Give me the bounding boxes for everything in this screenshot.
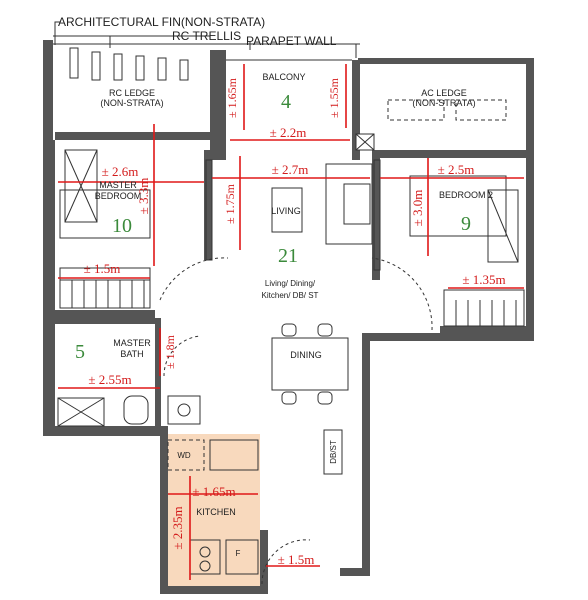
room-label-living-combo-2: Kitchen/ DB/ ST xyxy=(262,291,319,300)
walls xyxy=(43,40,534,594)
dim-living-w: ± 2.7m xyxy=(272,162,309,177)
dim-bed2-w: ± 2.5m xyxy=(438,162,475,177)
room-label-rc-ledge-note: (NON-STRATA) xyxy=(100,98,163,108)
dim-balcony-h1: ± 1.65m xyxy=(225,77,239,118)
dim-master-h: ± 3.3m xyxy=(136,178,151,215)
room-number-balcony: 4 xyxy=(281,91,291,113)
room-label-fridge: F xyxy=(236,549,241,558)
room-label-living-combo: Living/ Dining/ xyxy=(265,279,316,288)
room-label-master-bath: MASTER xyxy=(113,338,151,348)
dim-kitchen-h: ± 2.35m xyxy=(170,506,185,549)
dim-balcony-w: ± 2.2m xyxy=(270,125,307,140)
dim-bed2-w2: ± 1.35m xyxy=(462,272,505,287)
dimension-lines xyxy=(58,64,524,580)
room-label-kitchen: KITCHEN xyxy=(196,507,236,517)
callout-parapet-wall: PARAPET WALL xyxy=(246,34,337,48)
room-number-bedroom-2: 9 xyxy=(461,213,471,235)
room-label-master-bedroom: MASTER xyxy=(99,180,137,190)
callout-rc-trellis: RC TRELLIS xyxy=(172,29,241,43)
room-label-ac-ledge: AC LEDGE xyxy=(421,88,467,98)
callout-leaders xyxy=(54,21,357,58)
room-label-living: LIVING xyxy=(271,206,301,216)
room-number-living: 21 xyxy=(278,245,298,267)
room-number-master-bedroom: 10 xyxy=(112,215,132,237)
room-label-dbst: DB/ST xyxy=(329,440,338,464)
room-number-master-bath: 5 xyxy=(75,341,85,363)
dim-balcony-h2: ± 1.55m xyxy=(327,77,341,118)
dim-bed2-h: ± 3.0m xyxy=(410,190,425,227)
kitchen-area xyxy=(166,434,260,586)
dim-bath-h: ± 1.8m xyxy=(163,334,177,369)
dim-master-w2: ± 1.5m xyxy=(84,261,121,276)
dim-living-h: ± 1.75m xyxy=(223,183,237,224)
dim-kitchen-w: ± 1.65m xyxy=(192,484,235,499)
dim-kitchen-door: ± 1.5m xyxy=(278,552,315,567)
room-label-master-bedroom-2: BEDROOM xyxy=(95,191,142,201)
room-label-bedroom-2: BEDROOM 2 xyxy=(439,190,493,200)
callout-architectural-fin: ARCHITECTURAL FIN(NON-STRATA) xyxy=(58,15,265,29)
room-label-balcony: BALCONY xyxy=(262,72,305,82)
room-label-ac-ledge-note: (NON-STRATA) xyxy=(412,98,475,108)
dim-master-w: ± 2.6m xyxy=(102,164,139,179)
room-label-rc-ledge: RC LEDGE xyxy=(109,88,155,98)
room-label-wd: WD xyxy=(177,451,191,460)
room-label-master-bath-2: BATH xyxy=(120,349,143,359)
room-label-dining: DINING xyxy=(290,350,322,360)
dim-bath-w: ± 2.55m xyxy=(88,372,131,387)
